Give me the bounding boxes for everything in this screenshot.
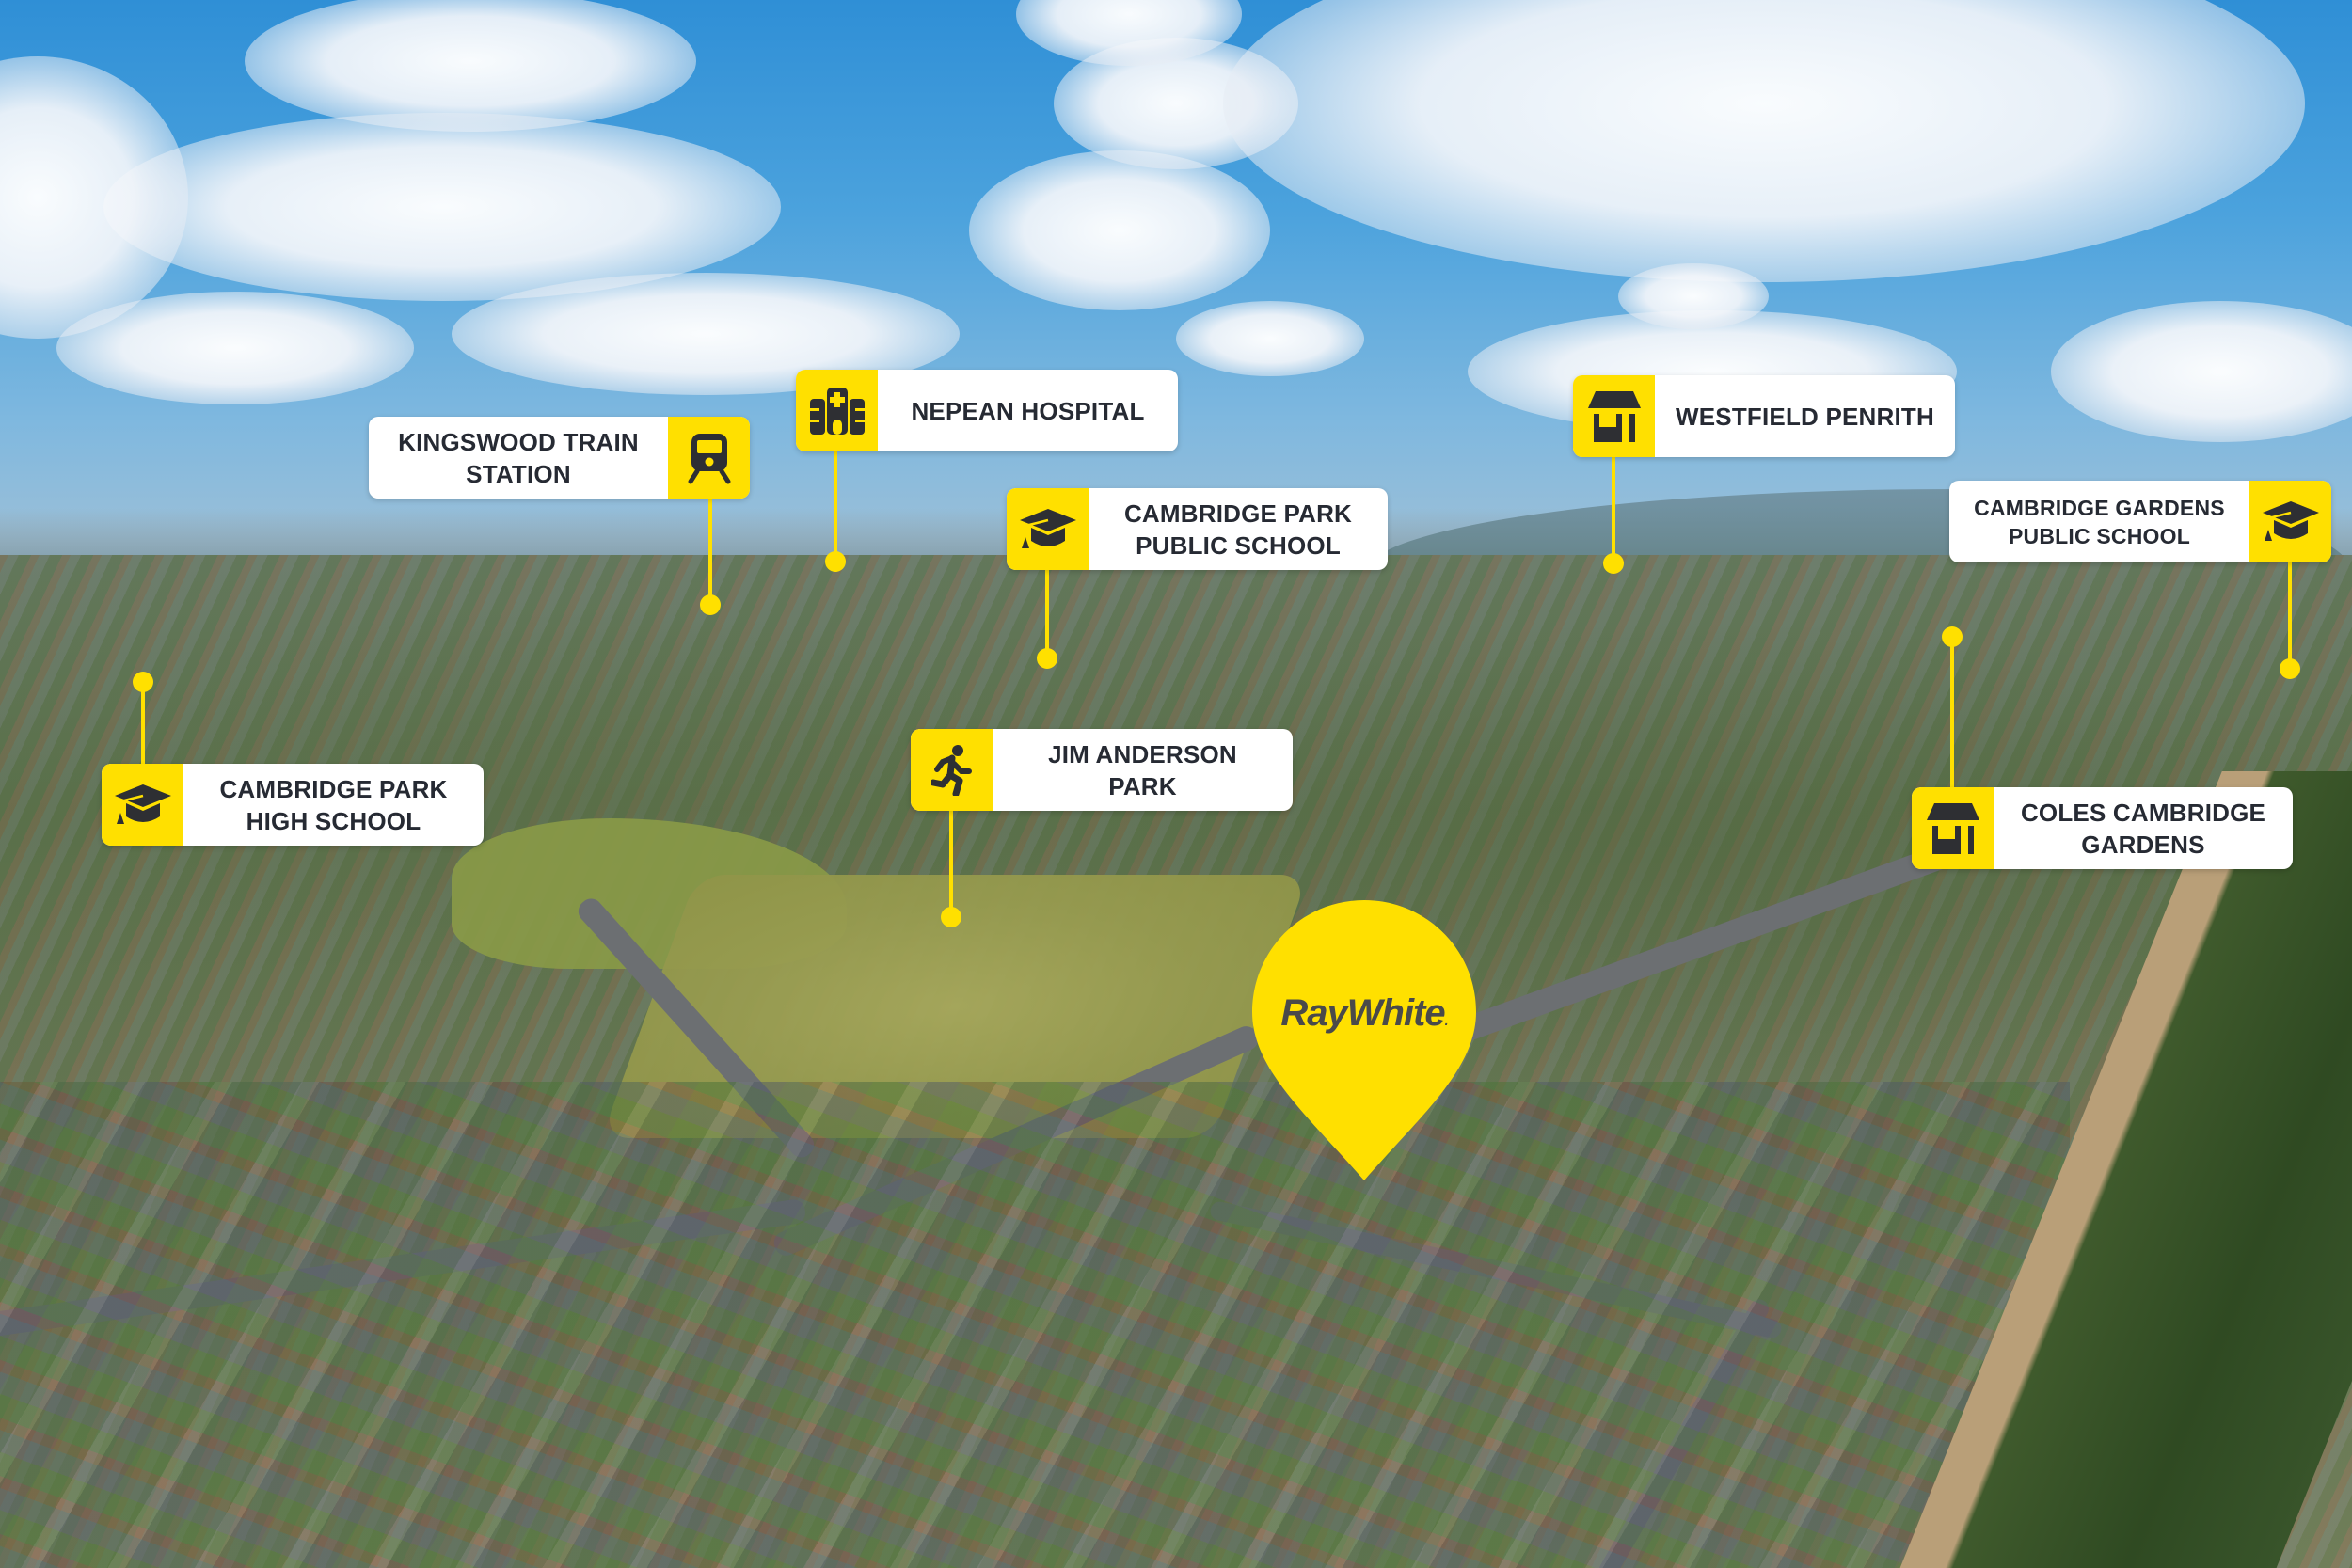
poi-connector-line bbox=[708, 499, 712, 600]
poi-label-kingswood-train-station: KINGSWOOD TRAIN STATION bbox=[369, 417, 750, 499]
poi-label-cambridge-park-public-school: CAMBRIDGE PARK PUBLIC SCHOOL bbox=[1007, 488, 1388, 570]
cloud bbox=[1618, 263, 1769, 329]
poi-label-cambridge-gardens-public-school: CAMBRIDGE GARDENS PUBLIC SCHOOL bbox=[1949, 481, 2331, 562]
poi-location-dot bbox=[2280, 658, 2300, 679]
poi-label-text: CAMBRIDGE GARDENS PUBLIC SCHOOL bbox=[1974, 495, 2225, 548]
poi-connector-line bbox=[1612, 457, 1615, 559]
poi-location-dot bbox=[1942, 626, 1963, 647]
location-pin-icon bbox=[1252, 900, 1476, 1180]
poi-connector-line bbox=[949, 811, 953, 914]
poi-label-text: JIM ANDERSON PARK bbox=[1048, 739, 1237, 800]
poi-connector-line bbox=[2288, 562, 2292, 666]
shop-icon bbox=[1573, 375, 1655, 457]
poi-connector-line bbox=[1950, 638, 1954, 788]
cloud bbox=[245, 0, 696, 132]
cloud bbox=[969, 150, 1270, 310]
poi-label-nepean-hospital: NEPEAN HOSPITAL bbox=[796, 370, 1178, 451]
poi-connector-line bbox=[141, 682, 145, 765]
poi-location-dot bbox=[133, 672, 153, 692]
poi-location-dot bbox=[941, 907, 961, 927]
poi-location-dot bbox=[1603, 553, 1624, 574]
poi-label-text: COLES CAMBRIDGE GARDENS bbox=[2020, 798, 2266, 859]
ray-white-logo-dot: . bbox=[1444, 1013, 1449, 1028]
graduation-cap-icon bbox=[2249, 481, 2331, 562]
cloud bbox=[2051, 301, 2352, 442]
ray-white-logo: RayWhite. bbox=[1252, 992, 1476, 1035]
cloud bbox=[56, 292, 414, 404]
poi-connector-line bbox=[834, 451, 837, 557]
cloud bbox=[103, 113, 781, 301]
poi-connector-line bbox=[1045, 570, 1049, 655]
poi-label-text: NEPEAN HOSPITAL bbox=[911, 396, 1145, 425]
hospital-icon bbox=[796, 370, 878, 451]
poi-location-dot bbox=[1037, 648, 1057, 669]
poi-label-westfield-penrith: WESTFIELD PENRITH bbox=[1573, 375, 1955, 457]
train-icon bbox=[668, 417, 750, 499]
poi-label-jim-anderson-park: JIM ANDERSON PARK bbox=[911, 729, 1293, 811]
ray-white-logo-text: RayWhite bbox=[1280, 992, 1445, 1034]
cloud bbox=[1176, 301, 1364, 376]
cloud bbox=[1223, 0, 2305, 282]
shop-icon bbox=[1912, 787, 1994, 869]
graduation-cap-icon bbox=[1007, 488, 1089, 570]
poi-label-text: CAMBRIDGE PARK PUBLIC SCHOOL bbox=[1123, 499, 1353, 560]
poi-label-coles-cambridge-gardens: COLES CAMBRIDGE GARDENS bbox=[1912, 787, 2293, 869]
poi-location-dot bbox=[825, 551, 846, 572]
poi-location-dot bbox=[700, 594, 721, 615]
houses bbox=[0, 1082, 2070, 1568]
graduation-cap-icon bbox=[102, 764, 183, 846]
running-person-icon bbox=[911, 729, 993, 811]
poi-label-text: KINGSWOOD TRAIN STATION bbox=[398, 427, 639, 488]
poi-label-text: CAMBRIDGE PARK HIGH SCHOOL bbox=[219, 774, 448, 835]
poi-label-cambridge-park-high-school: CAMBRIDGE PARK HIGH SCHOOL bbox=[102, 764, 484, 846]
poi-label-text: WESTFIELD PENRITH bbox=[1676, 402, 1934, 431]
